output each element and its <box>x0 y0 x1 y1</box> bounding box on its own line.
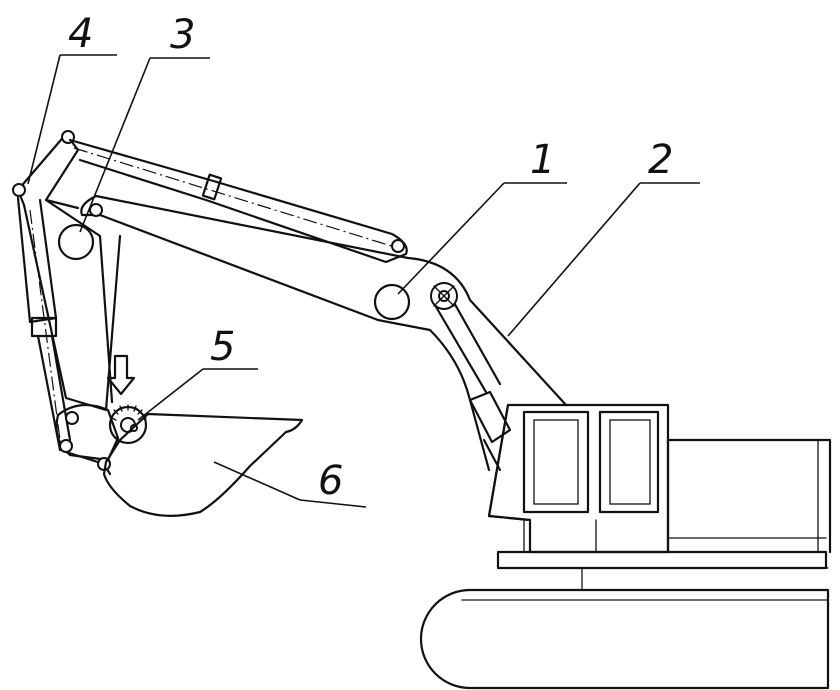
callout-3: 3 <box>170 12 195 58</box>
main-boom <box>80 194 568 472</box>
crawler-track <box>419 588 830 690</box>
callout-5: 5 <box>210 324 235 370</box>
reference-circle-3 <box>57 223 95 261</box>
bucket-linkage <box>55 403 120 476</box>
reference-circle-1 <box>373 283 411 321</box>
arm-stick <box>12 130 122 412</box>
machine-body <box>666 438 832 554</box>
callout-6: 6 <box>318 458 343 504</box>
operator-cab <box>487 403 670 554</box>
down-arrow-icon <box>106 354 136 396</box>
callout-2: 2 <box>648 137 673 183</box>
boom-cylinder <box>430 282 512 472</box>
bucket <box>102 412 304 517</box>
callout-1: 1 <box>530 137 555 183</box>
callout-4: 4 <box>68 11 93 57</box>
arm-cylinder <box>68 138 408 264</box>
leader-lines <box>27 54 700 508</box>
bucket-hinge <box>108 404 148 445</box>
turntable-deck <box>496 550 829 591</box>
